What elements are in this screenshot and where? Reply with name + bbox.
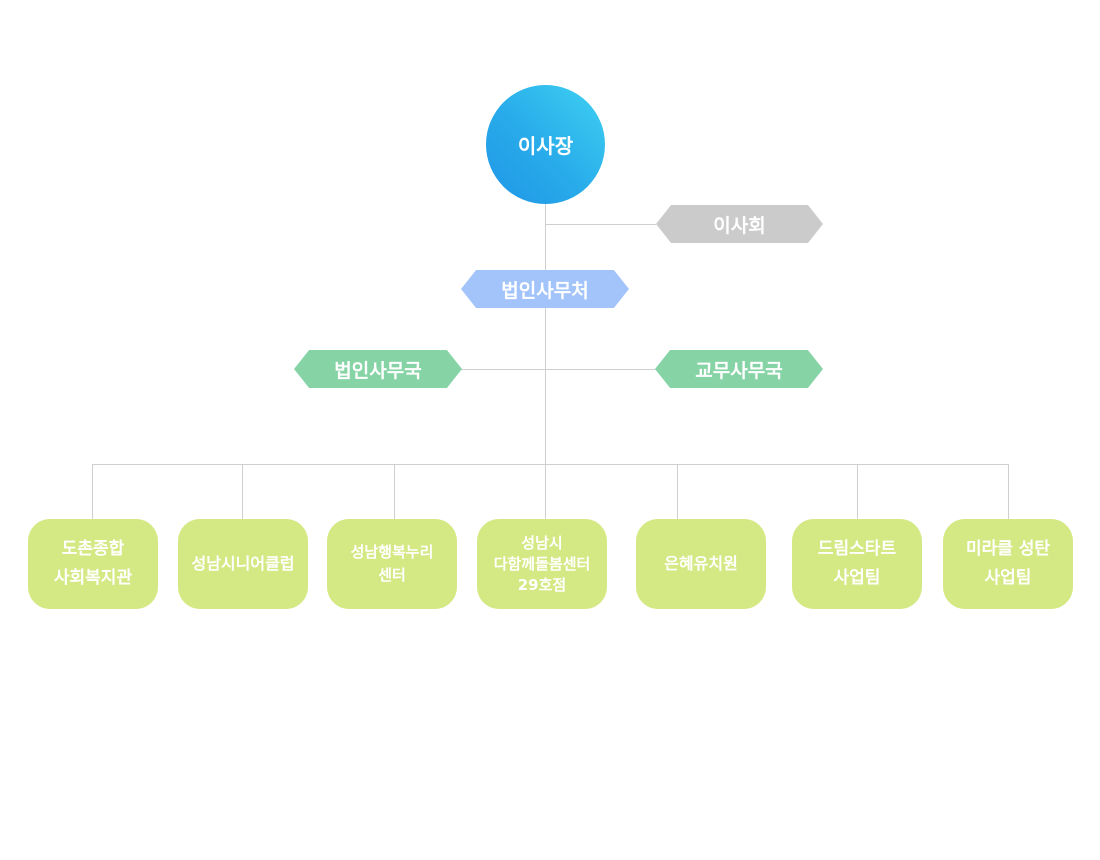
corp-secretariat-label: 법인사무국: [334, 359, 422, 382]
org-dream-start-team: 드림스타트 사업팀: [792, 519, 922, 609]
org-label-line: 사업팀: [984, 568, 1032, 588]
board-label: 이사회: [713, 214, 766, 237]
org-dahamkke-care-center: 성남시 다함께돌봄센터 29호점: [477, 519, 607, 609]
org-label-line: 드림스타트: [817, 539, 897, 559]
org-label-line: 성남행복누리: [350, 543, 434, 561]
org-label-line: 29호점: [517, 575, 567, 594]
org-label-line: 사업팀: [833, 568, 881, 588]
org-label-line: 센터: [378, 566, 406, 584]
corp-secretariat-node: 법인사무국: [294, 350, 462, 388]
corp-office-label: 법인사무처: [501, 279, 589, 302]
board-node: 이사회: [656, 205, 823, 243]
org-docheon-welfare-center: 도촌종합 사회복지관: [28, 519, 158, 609]
corp-office-node: 법인사무처: [461, 270, 629, 308]
org-label-line: 성남시니어클럽: [191, 554, 295, 573]
academic-secretariat-node: 교무사무국: [655, 350, 823, 388]
org-seongnam-happiness-center: 성남행복누리 센터: [327, 519, 457, 609]
org-label-line: 미라클 성탄: [965, 539, 1051, 559]
org-miracle-christmas-team: 미라클 성탄 사업팀: [943, 519, 1073, 609]
chairman-node: 이사장: [486, 85, 605, 204]
org-label-line: 다함께돌봄센터: [493, 554, 591, 573]
chairman-label: 이사장: [517, 134, 574, 158]
org-eunhye-kindergarten: 은혜유치원: [636, 519, 766, 609]
org-label-line: 도촌종합: [61, 539, 125, 559]
org-seongnam-senior-club: 성남시니어클럽: [178, 519, 308, 609]
org-label-line: 은혜유치원: [664, 554, 738, 573]
org-label-line: 사회복지관: [53, 568, 133, 588]
academic-secretariat-label: 교무사무국: [695, 359, 783, 382]
org-label-line: 성남시: [521, 533, 563, 552]
